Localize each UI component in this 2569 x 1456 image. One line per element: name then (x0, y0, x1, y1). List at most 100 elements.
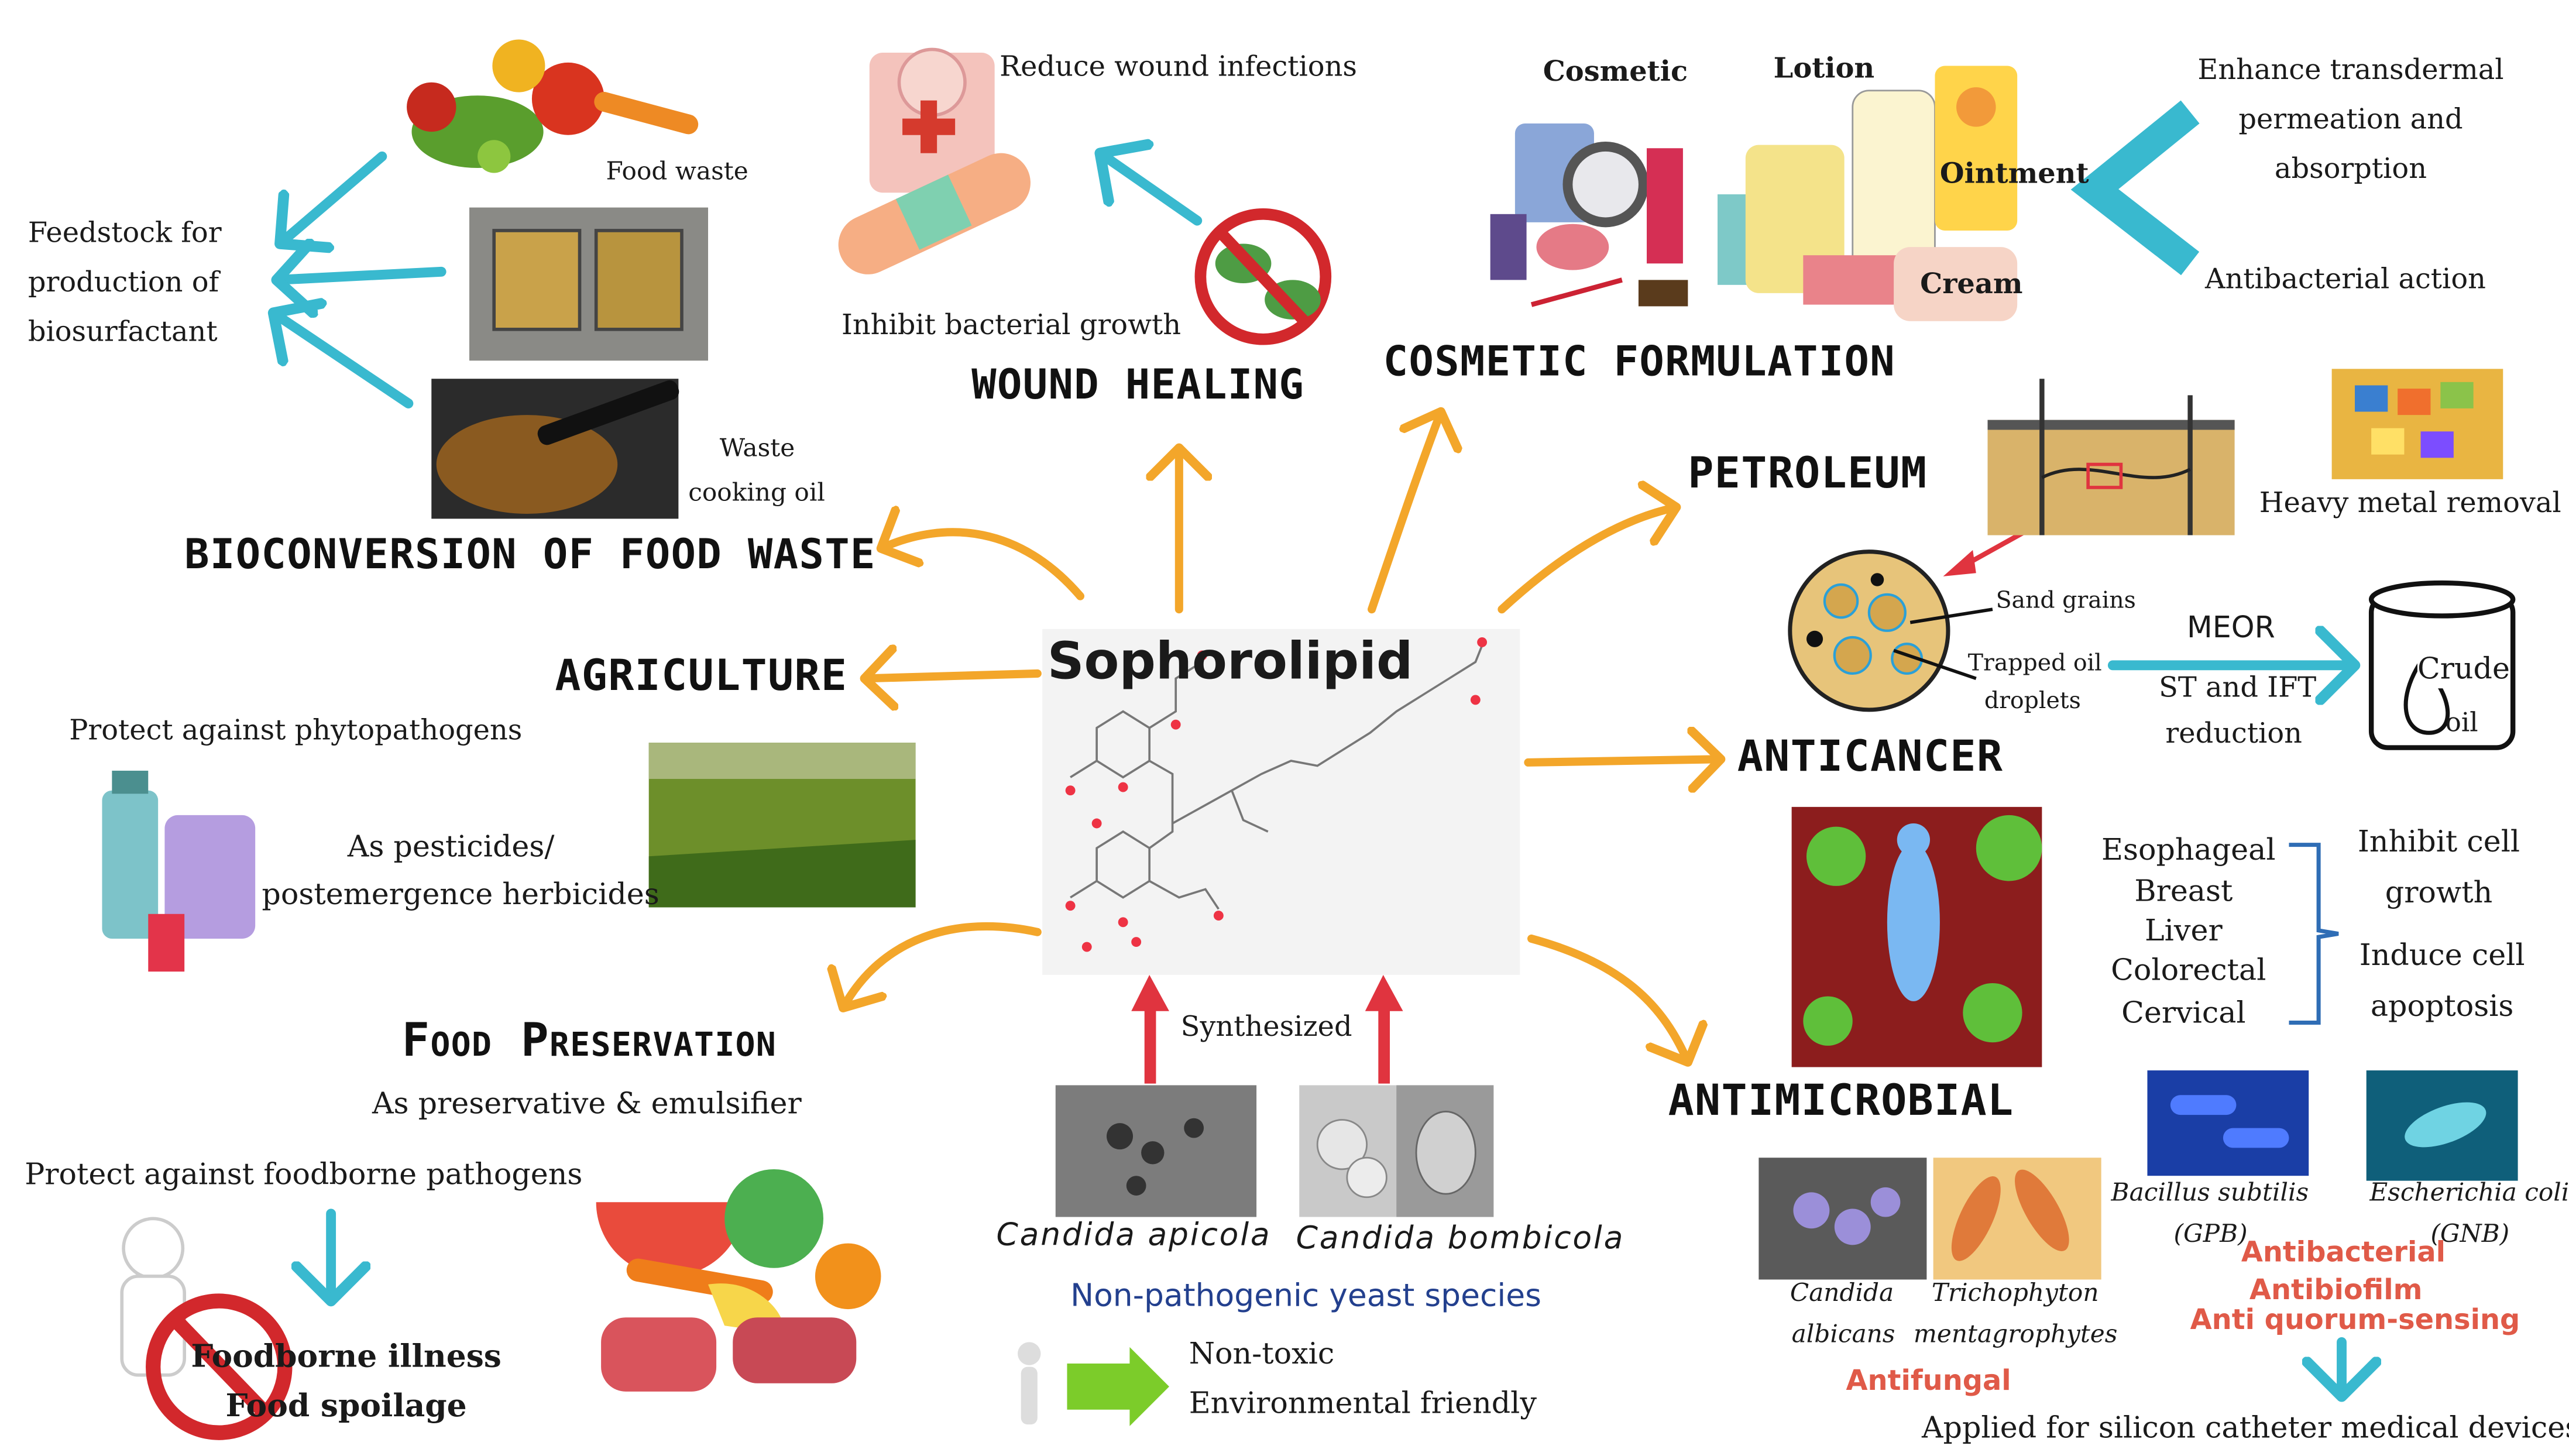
enhance-line-3: absorption (2274, 153, 2427, 186)
cancer-colorectal: Colorectal (2111, 953, 2266, 988)
ecoli-label: Escherichia coli (2369, 1177, 2569, 1207)
enhance-line-2: permeation and (2238, 104, 2463, 137)
enhance-line-1: Enhance transdermal (2197, 54, 2504, 88)
sophorolipid-card (1042, 629, 1520, 975)
candida-apicola-label: Candida apicola (996, 1217, 1272, 1254)
st-ift-label-2: reduction (2165, 717, 2302, 751)
candida-bombicola-micrograph (1299, 1085, 1494, 1217)
cancer-breast: Breast (2134, 874, 2233, 909)
gpb-label: (GPB) (2173, 1218, 2248, 1249)
cancer-bracket (2289, 843, 2339, 1025)
candida-apicola-micrograph (1055, 1085, 1257, 1217)
synthesized-label: Synthesized (1180, 1011, 1352, 1045)
petroleum-heading: PETROLEUM (1688, 449, 1928, 499)
cosmetic-chevron-icon (2070, 100, 2200, 276)
sand-grains-magnified-picture (1788, 550, 1993, 712)
pesticide-bottles-picture (102, 770, 256, 972)
agriculture-heading: AGRICULTURE (555, 652, 848, 702)
bandage-roll-picture (869, 47, 995, 193)
st-ift-label-1: ST and IFT (2159, 672, 2317, 705)
molecule-structure-icon (1070, 645, 1483, 910)
inhibit-cell-label: Inhibit cell (2357, 825, 2520, 860)
candida-albicans-picture (1759, 1158, 1927, 1280)
induce-cell-label: Induce cell (2359, 938, 2525, 974)
trichophyton-picture (1933, 1158, 2101, 1280)
orange-arrows (843, 412, 1721, 1063)
trapped-oil-label-1: Trapped oil (1967, 650, 2102, 677)
foodborne-pathogens-label: Protect against foodborne pathogens (25, 1158, 583, 1193)
environmental-friendly-label: Environmental friendly (1189, 1386, 1537, 1421)
food-waste-heading: BIOCONVERSION OF FOOD WASTE (184, 530, 876, 578)
waste-oil-label-2: cooking oil (688, 478, 825, 507)
pesticides-label-2: postemergence herbicides (262, 877, 660, 912)
feedstock-line-3: biosurfactant (28, 316, 218, 349)
feedstock-line-1: Feedstock for (28, 217, 222, 250)
arrow-wound-reduce (1100, 153, 1203, 226)
cream-label: Cream (1920, 268, 2023, 301)
meor-label: MEOR (2186, 610, 2275, 646)
sophorolipid-title: Sophorolipid (1047, 632, 1413, 692)
food-preservation-heading: Food Preservation (401, 1012, 777, 1067)
crude-label: Crude (2417, 652, 2510, 688)
antimicrobial-heading: ANTIMICROBIAL (1668, 1077, 2014, 1127)
bacillus-picture (2147, 1070, 2309, 1176)
oil-reservoir-picture (1987, 379, 2235, 535)
arrow-to-antimicrobial (1527, 934, 1688, 1062)
non-toxic-label: Non-toxic (1189, 1337, 1335, 1372)
periodic-table-picture (2331, 369, 2503, 479)
sand-grains-label: Sand grains (1996, 588, 2136, 614)
growth-label: growth (2385, 876, 2493, 911)
arrow-cooking-oil-feedstock (273, 313, 414, 408)
lotion-label: Lotion (1773, 53, 1875, 86)
fresh-food-picture (596, 1169, 881, 1392)
person-green-arrow-icon (1018, 1342, 1169, 1426)
candida-label-1: Candida (1790, 1278, 1894, 1308)
cosmetic-heading: COSMETIC FORMULATION (1383, 337, 1896, 386)
anti-quorum-sensing-label: Anti quorum-sensing (2190, 1304, 2520, 1337)
arrow-food-waste-feedstock (280, 151, 387, 243)
no-bacteria-icon (1194, 208, 1332, 345)
ointment-label: Ointment (1939, 158, 2089, 191)
molecule-oxygens-icon (1065, 637, 1488, 952)
trapped-oil-label-2: droplets (1984, 688, 2081, 715)
no-sign-figure-icon (120, 1217, 293, 1440)
arrow-to-food-preservation (843, 922, 1042, 1008)
cosmetic-label: Cosmetic (1543, 56, 1688, 89)
apoptosis-label: apoptosis (2370, 990, 2514, 1025)
cancer-cervical: Cervical (2121, 996, 2246, 1031)
band-aid-icon (838, 153, 1031, 274)
trichophyton-label-1: Trichophyton (1931, 1278, 2099, 1308)
arrow-to-petroleum (1498, 507, 1676, 614)
pesticides-label-1: As pesticides/ (347, 830, 555, 865)
food-spoilage-label: Food spoilage (225, 1388, 467, 1425)
antibacterial-label: Antibacterial (2241, 1237, 2446, 1270)
teal-arrows (273, 153, 2355, 1397)
preservative-emulsifier-label: As preservative & emulsifier (372, 1087, 802, 1122)
arrow-to-food-waste (881, 532, 1085, 600)
bacillus-label: Bacillus subtilis (2111, 1177, 2309, 1207)
food-waste-label: Food waste (606, 156, 748, 186)
reduce-wound-infections-label: Reduce wound infections (1000, 51, 1357, 84)
phytopathogens-label: Protect against phytopathogens (69, 715, 523, 748)
heavy-metal-removal-label: Heavy metal removal (2259, 487, 2561, 521)
cancer-cells-picture (1791, 806, 2042, 1067)
ecoli-picture (2366, 1070, 2518, 1181)
arrow-oil-feedstock (277, 272, 447, 280)
feedstock-line-2: production of (28, 266, 219, 300)
arrow-to-cosmetic (1368, 412, 1441, 614)
applied-catheter-label: Applied for silicon catheter medical dev… (1921, 1411, 2569, 1446)
non-pathogenic-label: Non-pathogenic yeast species (1070, 1278, 1542, 1314)
cosmetic-products-picture (1490, 66, 2018, 321)
arrow-to-anticancer (1524, 759, 1720, 763)
inhibit-bacterial-growth-label: Inhibit bacterial growth (841, 310, 1182, 343)
wound-healing-heading: WOUND HEALING (971, 360, 1305, 408)
oil-label: oil (2445, 706, 2478, 738)
antibacterial-action-label: Antibacterial action (2204, 263, 2486, 297)
gnb-label: (GNB) (2430, 1218, 2510, 1249)
antifungal-label: Antifungal (1846, 1365, 2011, 1399)
waste-oil-label-1: Waste (719, 433, 795, 463)
vegetables-picture (407, 39, 699, 173)
